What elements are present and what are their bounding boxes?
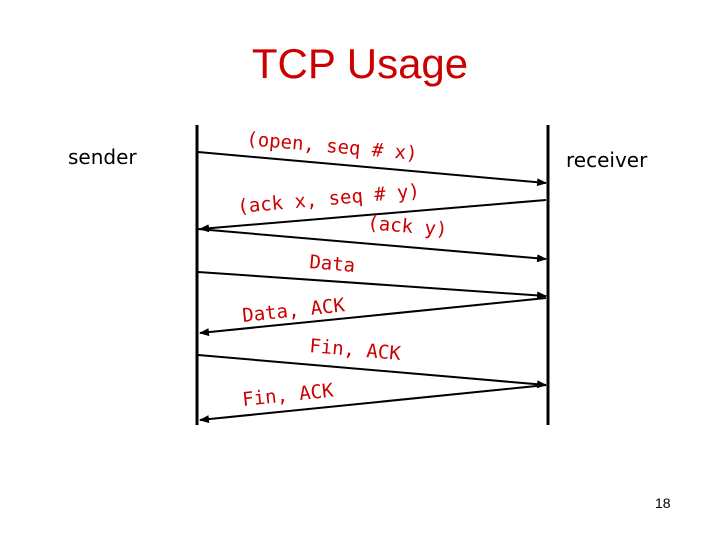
ack-y-arrow [197,228,547,263]
data-arrow [197,271,547,300]
page-number: 18 [655,495,671,511]
data-ack-arrow [199,297,547,337]
ack-x-arrow [199,199,547,233]
open-arrow [197,151,547,187]
fin-ack-return-arrow [199,384,547,424]
sender-label: sender [68,145,137,169]
fin-ack-arrow [197,354,547,389]
page-title: TCP Usage [251,40,469,87]
ack-y-label: (ack y) [367,212,449,241]
fin-ack-label: Fin, ACK [309,335,403,365]
data-ack-label: Data, ACK [241,294,346,327]
fin-ack-return-label: Fin, ACK [241,379,335,411]
data-label: Data [309,251,357,277]
receiver-label: receiver [566,148,648,172]
